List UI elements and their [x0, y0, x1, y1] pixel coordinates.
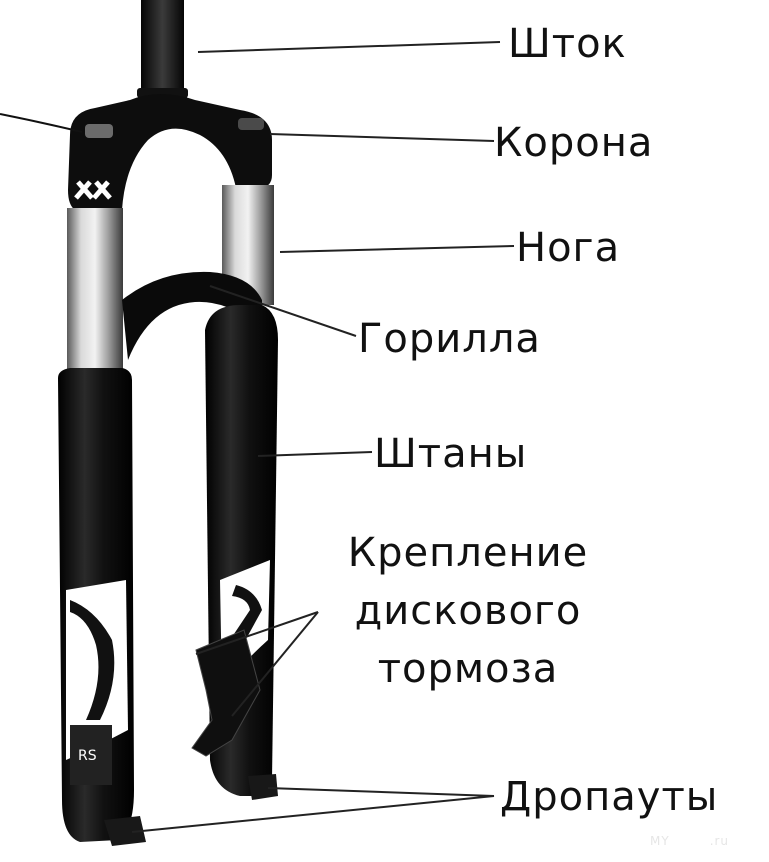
leader-disc-mount-2 [231, 611, 319, 717]
leader-dropouts-1 [267, 787, 495, 797]
disc-brake-mount [191, 629, 261, 757]
label-disc-mount-line2: дискового [354, 588, 582, 634]
leader-pants [257, 451, 373, 457]
watermark: MY .ru [650, 834, 729, 848]
label-gorilla: Горилла [358, 316, 541, 362]
lower-leg-left: RS [58, 368, 134, 842]
lower-leg-sticker-text: RS [78, 748, 97, 764]
label-dropouts: Дропауты [500, 774, 719, 820]
leader-gorilla [209, 285, 357, 337]
fork-arch [122, 271, 262, 360]
leader-leg [279, 245, 515, 253]
leader-lines [131, 41, 515, 833]
watermark-text: MY [650, 834, 670, 848]
label-stem: Шток [508, 21, 627, 67]
stanchion-left [67, 208, 123, 380]
leader-crown [269, 133, 495, 142]
dropout-left [104, 816, 146, 846]
lockout-cable [0, 113, 83, 133]
crown [68, 94, 272, 210]
label-pants: Штаны [374, 431, 528, 477]
steerer-tube [137, 0, 188, 98]
label-crown: Корона [494, 120, 654, 166]
leader-disc-mount-1 [195, 611, 319, 655]
leader-dropouts-2 [131, 795, 495, 833]
dropout-right [248, 774, 278, 800]
label-disc-mount-line1: Крепление [347, 530, 589, 576]
label-leg: Нога [516, 225, 621, 271]
leader-stem [197, 41, 501, 53]
label-disc-mount: Крепление дискового тормоза [318, 531, 618, 691]
watermark-suffix: .ru [709, 834, 730, 848]
label-disc-mount-line3: тормоза [377, 646, 559, 692]
